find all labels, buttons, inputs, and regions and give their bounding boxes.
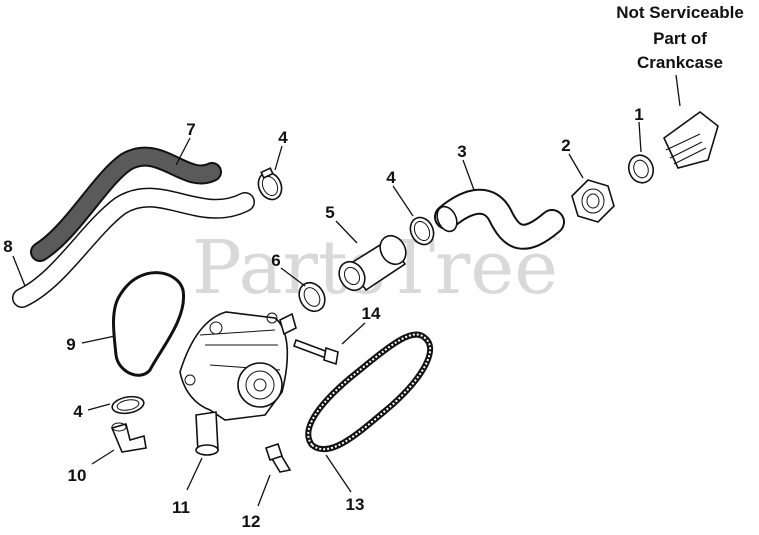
callout-7: 7 [186, 120, 195, 139]
callout-13: 13 [346, 495, 365, 514]
part-7-hose[interactable] [30, 146, 222, 262]
callout-12: 12 [242, 512, 261, 531]
callout-8: 8 [3, 237, 12, 256]
callout-14: 14 [362, 304, 381, 323]
callout-4-bottom: 4 [73, 402, 83, 421]
part-3-elbow-hose[interactable] [433, 188, 565, 250]
callouts: 1 2 3 4 4 5 6 7 8 9 4 10 11 12 13 14 [3, 105, 643, 531]
crankcase-fitting [662, 111, 719, 169]
part-1-ring[interactable] [625, 152, 657, 187]
part-10-elbow-fitting[interactable] [110, 422, 147, 453]
callout-6: 6 [271, 251, 280, 270]
part-12-bolt[interactable] [264, 442, 292, 473]
not-serviceable-note: Not Serviceable Part of Crankcase [616, 3, 744, 72]
callout-9: 9 [66, 335, 75, 354]
part-5-coupler[interactable] [334, 231, 411, 295]
note-line-2: Part of [653, 29, 707, 48]
note-line-3: Crankcase [637, 53, 723, 72]
callout-4-mid: 4 [386, 168, 396, 187]
part-9-gasket[interactable] [112, 271, 186, 377]
callout-3: 3 [457, 142, 466, 161]
part-14-bolt[interactable] [292, 338, 339, 366]
callout-5: 5 [325, 203, 334, 222]
part-8-hose [12, 187, 255, 308]
callout-10: 10 [68, 466, 87, 485]
part-2-hex-nut[interactable] [571, 179, 615, 223]
callout-4-top: 4 [278, 128, 288, 147]
leader-lines [12, 121, 642, 507]
part-4-clamp-top[interactable] [254, 167, 286, 203]
callout-11: 11 [172, 498, 190, 517]
watermark-trademark: ™ [552, 235, 561, 245]
part-13-belt[interactable] [305, 331, 434, 453]
part-11-water-pump[interactable] [179, 311, 297, 456]
part-4-clamp-mid[interactable] [406, 214, 438, 249]
callout-2: 2 [561, 136, 570, 155]
part-4-clamp-bottom[interactable] [111, 394, 145, 415]
callout-1: 1 [634, 105, 643, 124]
part-6-clamp[interactable] [294, 278, 330, 316]
note-leader [675, 74, 681, 107]
note-line-1: Not Serviceable [616, 3, 744, 22]
